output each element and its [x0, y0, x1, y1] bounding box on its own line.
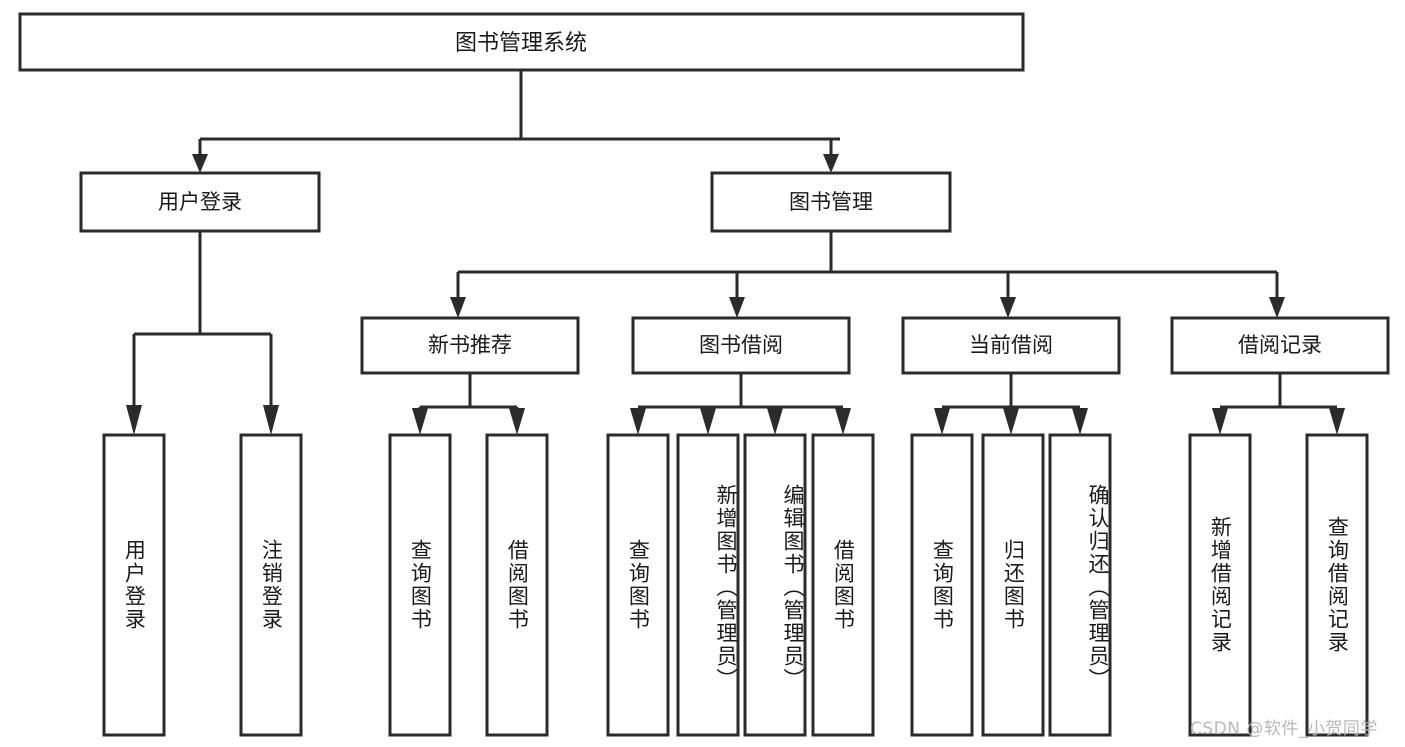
node-leaf-query-book-1[interactable]	[388, 433, 452, 737]
label-user-login: 用户登录	[158, 190, 242, 214]
label-new-book-recommend: 新书推荐	[428, 333, 512, 357]
label-borrow-record: 借阅记录	[1238, 333, 1322, 357]
label-root: 图书管理系统	[455, 31, 587, 56]
label-current-borrow: 当前借阅	[969, 333, 1053, 357]
node-leaf-query-borrow-record[interactable]	[1305, 433, 1369, 737]
arrowhead-book-management	[823, 154, 839, 173]
arrowhead-current-borrow	[1000, 297, 1016, 318]
arrowhead-user-login	[192, 154, 208, 173]
node-leaf-user-login[interactable]	[102, 433, 166, 737]
node-leaf-confirm-return-admin[interactable]	[1048, 433, 1112, 737]
arrowhead-leaf-query-book-2	[630, 408, 646, 435]
watermark-text: CSDN @软件_小贺同学	[1190, 719, 1378, 739]
node-leaf-add-book-admin[interactable]	[676, 433, 740, 737]
label-book-management: 图书管理	[789, 190, 873, 214]
label-book-borrow: 图书借阅	[699, 333, 783, 357]
node-current-borrow[interactable]	[901, 316, 1121, 375]
node-leaf-add-borrow-record[interactable]	[1188, 433, 1252, 737]
arrowhead-leaf-edit-book-admin	[767, 408, 783, 435]
arrowhead-leaf-return-book	[1003, 408, 1019, 435]
node-leaf-edit-book-admin[interactable]	[743, 433, 807, 737]
node-new-book-recommend[interactable]	[360, 316, 580, 375]
node-leaf-logout[interactable]	[239, 433, 303, 737]
node-leaf-return-book[interactable]	[981, 433, 1045, 737]
arrowhead-new-book-recommend	[450, 297, 466, 318]
arrowhead-leaf-borrow-book-1	[509, 408, 525, 435]
arrowhead-leaf-confirm-return-admin	[1072, 408, 1088, 435]
node-leaf-borrow-book-1[interactable]	[485, 433, 549, 737]
arrowhead-leaf-query-book-1	[412, 408, 428, 435]
node-root-book-management-system[interactable]	[18, 12, 1025, 72]
arrowhead-leaf-borrow-book-2	[835, 408, 851, 435]
node-leaf-query-book-2[interactable]	[606, 433, 670, 737]
arrowhead-leaf-query-book-3	[934, 408, 950, 435]
arrowhead-leaf-logout	[263, 405, 279, 435]
arrowhead-leaf-add-borrow-record	[1212, 408, 1228, 435]
node-leaf-query-book-3[interactable]	[910, 433, 974, 737]
arrowhead-leaf-query-borrow-record	[1329, 408, 1345, 435]
arrowhead-leaf-add-book-admin	[700, 408, 716, 435]
node-leaf-borrow-book-2[interactable]	[811, 433, 875, 737]
arrowhead-leaf-user-login	[126, 405, 142, 435]
arrowhead-borrow-record	[1269, 297, 1285, 318]
arrowhead-book-borrow	[729, 297, 745, 318]
node-user-login[interactable]	[79, 171, 321, 233]
